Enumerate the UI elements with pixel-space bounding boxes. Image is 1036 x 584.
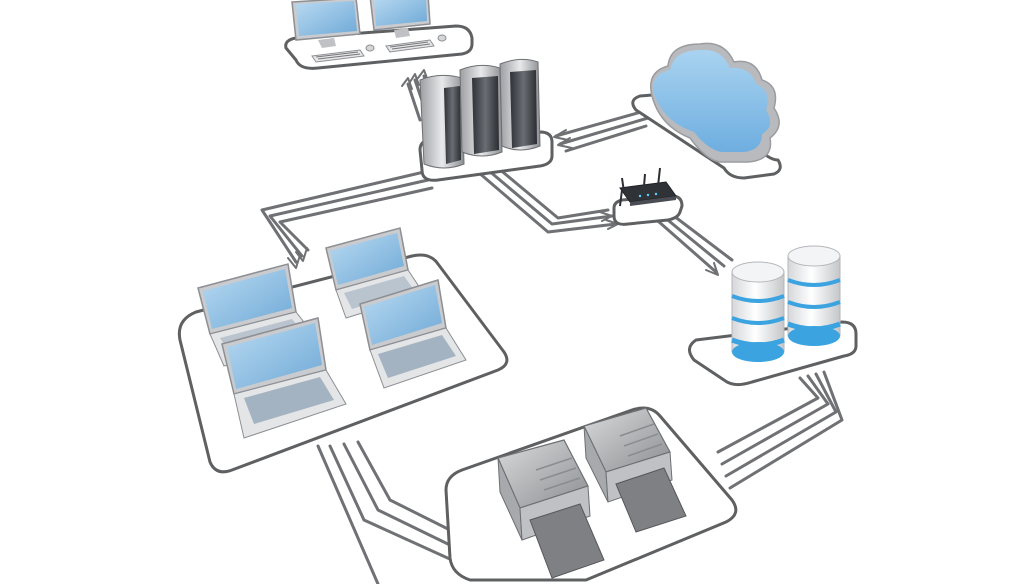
cables [260, 69, 844, 584]
cable-laptops-printers [316, 440, 456, 584]
wireless-router [619, 167, 677, 207]
desktop-workstations [291, 0, 447, 63]
server-tower-icon [419, 74, 465, 169]
laptop-group [197, 227, 467, 439]
cloud [650, 42, 780, 163]
laptop-icon [221, 317, 347, 439]
printers [497, 407, 687, 579]
server-tower-icon [499, 58, 541, 151]
printer-icon [583, 407, 687, 533]
laptop-icon [325, 227, 425, 319]
server-tower-icon [459, 64, 503, 157]
desktop-computer-icon [369, 0, 447, 53]
cable-router-database [648, 208, 734, 276]
cable-database-printers [716, 370, 844, 490]
server-rack [419, 58, 541, 169]
router-icon [619, 167, 677, 207]
laptop-icon [359, 279, 467, 389]
desktop-computer-icon [291, 0, 375, 63]
cable-server-router [476, 166, 619, 234]
database-cylinder-icon [731, 261, 785, 362]
cable-cloud-server [553, 108, 650, 153]
database-storage [731, 245, 841, 362]
database-cylinder-icon [787, 245, 841, 346]
printer-icon [497, 439, 605, 579]
cable-server-laptops [260, 170, 434, 269]
